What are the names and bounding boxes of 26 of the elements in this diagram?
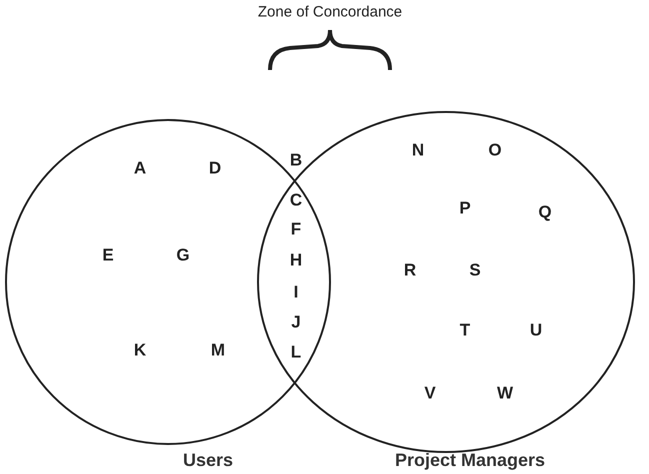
item-letter: J (291, 314, 301, 330)
item-letter: T (460, 322, 470, 338)
item-letter: A (134, 160, 146, 176)
item-letter: D (208, 160, 222, 176)
item-letter: H (290, 252, 302, 268)
item-letter: L (290, 344, 302, 360)
item-letter: V (424, 384, 436, 402)
set-label: Users (182, 450, 234, 471)
item-letter: P (459, 200, 471, 216)
item-letter: W (496, 384, 514, 402)
item-letter: K (134, 342, 146, 358)
item-letter: G (176, 246, 190, 264)
item-letter: F (290, 220, 302, 238)
item-letter: S (469, 262, 481, 278)
item-letter: R (404, 262, 416, 278)
item-letter: B (290, 152, 302, 168)
item-letter: M (210, 342, 226, 358)
annotation-text: Zone of Concordance (258, 4, 402, 20)
set-label: Project Managers (394, 450, 546, 471)
item-letter: I (294, 284, 298, 300)
item-letter: N (412, 142, 424, 158)
item-letter: C (290, 192, 302, 208)
item-letter: E (102, 246, 114, 264)
item-letter: U (530, 322, 542, 338)
item-letter: O (488, 142, 502, 158)
item-letter: Q (538, 204, 552, 220)
